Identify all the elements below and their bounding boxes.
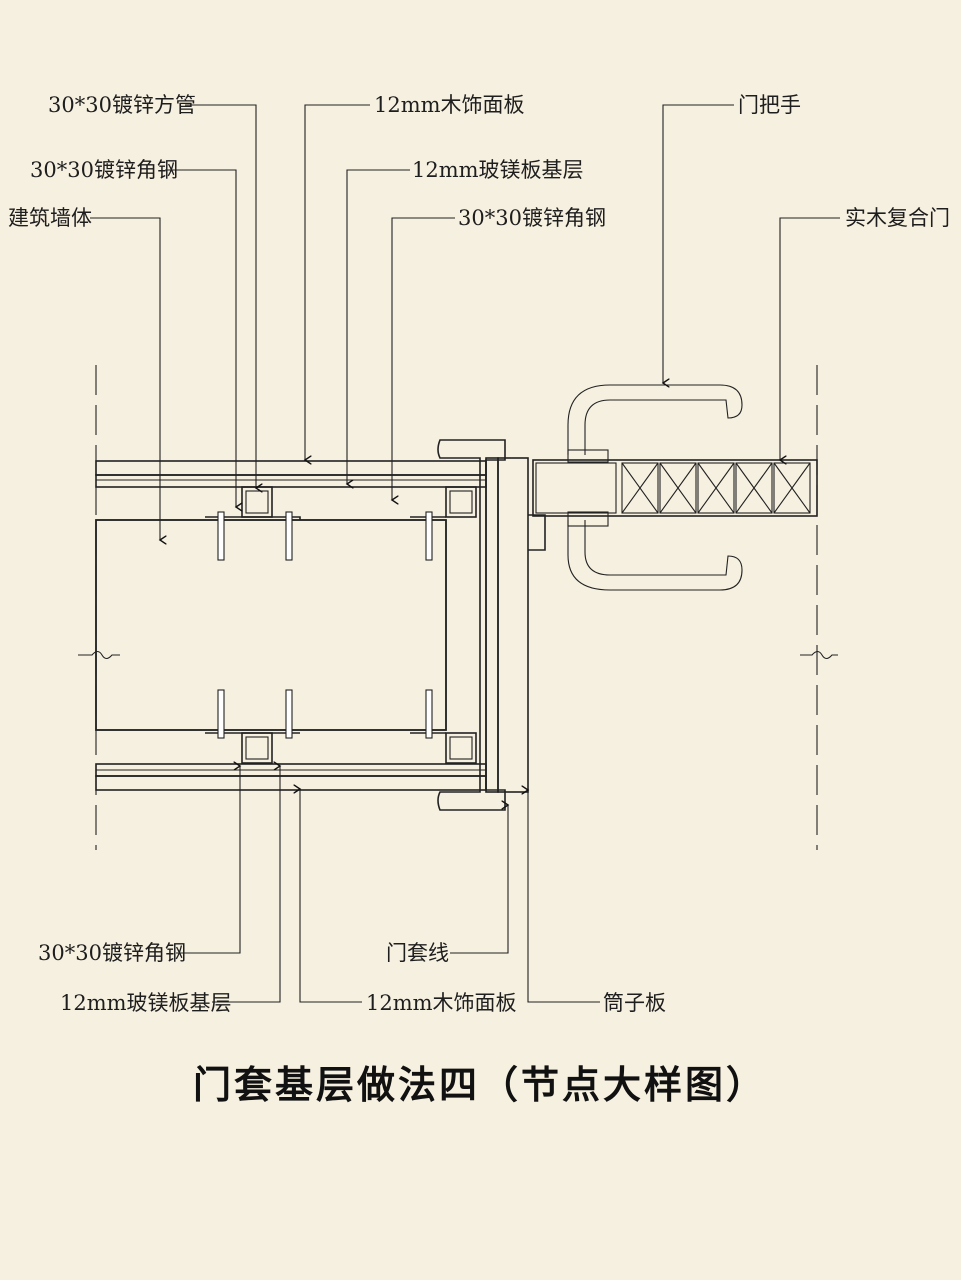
label-jamb-board: 筒子板 — [603, 991, 666, 1015]
wall-facing-top — [95, 460, 487, 488]
label-angle-steel-top-mid: 30*30镀锌角钢 — [458, 206, 606, 230]
leader-lines — [90, 104, 840, 1003]
door-handle — [567, 384, 743, 591]
label-solid-wood-door: 实木复合门 — [845, 206, 950, 230]
wall-facing-bottom — [95, 763, 487, 791]
solid-wood-door — [532, 459, 818, 517]
label-door-handle: 门把手 — [738, 93, 801, 117]
label-square-tube: 30*30镀锌方管 — [48, 93, 196, 117]
steel-square-tubes — [241, 486, 477, 764]
building-wall — [95, 519, 447, 731]
steel-angles-and-bolts — [205, 511, 446, 739]
door-casing — [437, 439, 546, 811]
label-door-casing: 门套线 — [386, 941, 449, 965]
label-building-wall: 建筑墙体 — [8, 206, 92, 230]
drawing-title: 门套基层做法四（节点大样图） — [193, 1063, 767, 1107]
label-angle-steel-top-left: 30*30镀锌角钢 — [30, 158, 178, 182]
label-angle-steel-bottom: 30*30镀锌角钢 — [38, 941, 186, 965]
break-lines — [78, 365, 838, 850]
label-wood-panel-bottom: 12mm木饰面板 — [366, 991, 517, 1015]
label-mgo-board-bottom: 12mm玻镁板基层 — [60, 991, 232, 1015]
label-wood-panel-top: 12mm木饰面板 — [374, 93, 525, 117]
label-mgo-board-top: 12mm玻镁板基层 — [412, 158, 584, 182]
